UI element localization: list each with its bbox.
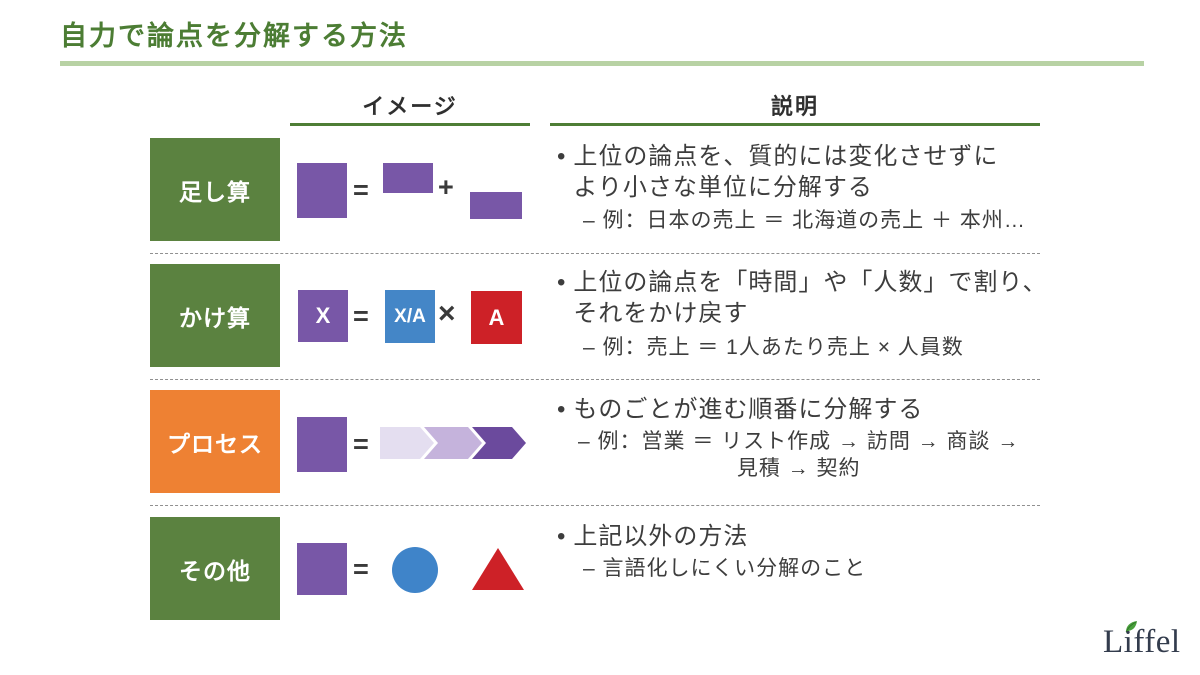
bullet-icon: • (557, 143, 566, 170)
page-title: 自力で論点を分解する方法 (60, 21, 408, 51)
other-circle-icon (392, 547, 438, 593)
other-triangle-icon (472, 548, 524, 590)
row-separator-3 (150, 505, 1040, 506)
column-header-image: イメージ (362, 94, 458, 119)
description-header-underline (550, 123, 1040, 126)
row-label-other: その他 (150, 517, 280, 620)
addition-example-text: – 例：日本の売上 ＝ 北海道の売上 ＋ 本州… (583, 209, 1026, 232)
other-description-text: 上記以外の方法 (573, 523, 749, 550)
multiplication-description: • 上位の論点を「時間」や「人数」で割り、 それをかけ戻す (557, 267, 1057, 329)
equals-sign: = (353, 554, 369, 584)
addition-part-rect-2 (470, 192, 522, 219)
other-description: • 上記以外の方法 (557, 521, 1057, 552)
row-separator-1 (150, 253, 1040, 254)
multiplication-xa-square: X/A (385, 290, 435, 343)
equals-sign: = (353, 175, 369, 205)
process-description: • ものごとが進む順番に分解する (557, 394, 1057, 425)
bullet-icon: • (557, 523, 566, 550)
addition-description-text: 上位の論点を、質的には変化させずに より小さな単位に分解する (573, 143, 999, 201)
process-chevron-arrows-icon (380, 427, 526, 459)
other-whole-square (297, 543, 347, 595)
row-label-addition: 足し算 (150, 138, 280, 241)
equals-sign: = (353, 301, 369, 331)
liffel-logo: Liffel (1103, 621, 1198, 668)
bullet-icon: • (557, 396, 566, 423)
column-header-description: 説明 (770, 94, 819, 119)
row-label-multiplication: かけ算 (150, 264, 280, 367)
multiplication-a-square: A (471, 291, 522, 344)
equals-sign: = (353, 429, 369, 459)
multiplication-description-text: 上位の論点を「時間」や「人数」で割り、 それをかけ戻す (573, 269, 1048, 327)
bullet-icon: • (557, 269, 566, 296)
multiplication-example-text: – 例：売上 ＝ 1人あたり売上 × 人員数 (583, 336, 964, 359)
leaf-icon (1125, 621, 1137, 633)
liffel-logo-text: Liffel (1103, 624, 1181, 660)
title-underline (60, 61, 1144, 66)
other-example-text: – 言語化しにくい分解のこと (583, 557, 867, 580)
times-sign: × (438, 297, 456, 330)
row-label-process: プロセス (150, 390, 280, 493)
addition-description: • 上位の論点を、質的には変化させずに より小さな単位に分解する (557, 141, 1057, 203)
addition-part-rect-1 (383, 163, 433, 193)
plus-sign: + (438, 172, 454, 202)
addition-whole-square (297, 163, 347, 218)
process-whole-square (297, 417, 347, 472)
row-separator-2 (150, 379, 1040, 380)
multiplication-x-square: X (298, 290, 348, 342)
process-example-text: – 例：営業 ＝ リスト作成 → 訪問 → 商談 → 見積 → 契約 (578, 430, 1020, 480)
process-description-text: ものごとが進む順番に分解する (573, 396, 924, 423)
image-header-underline (290, 123, 530, 126)
